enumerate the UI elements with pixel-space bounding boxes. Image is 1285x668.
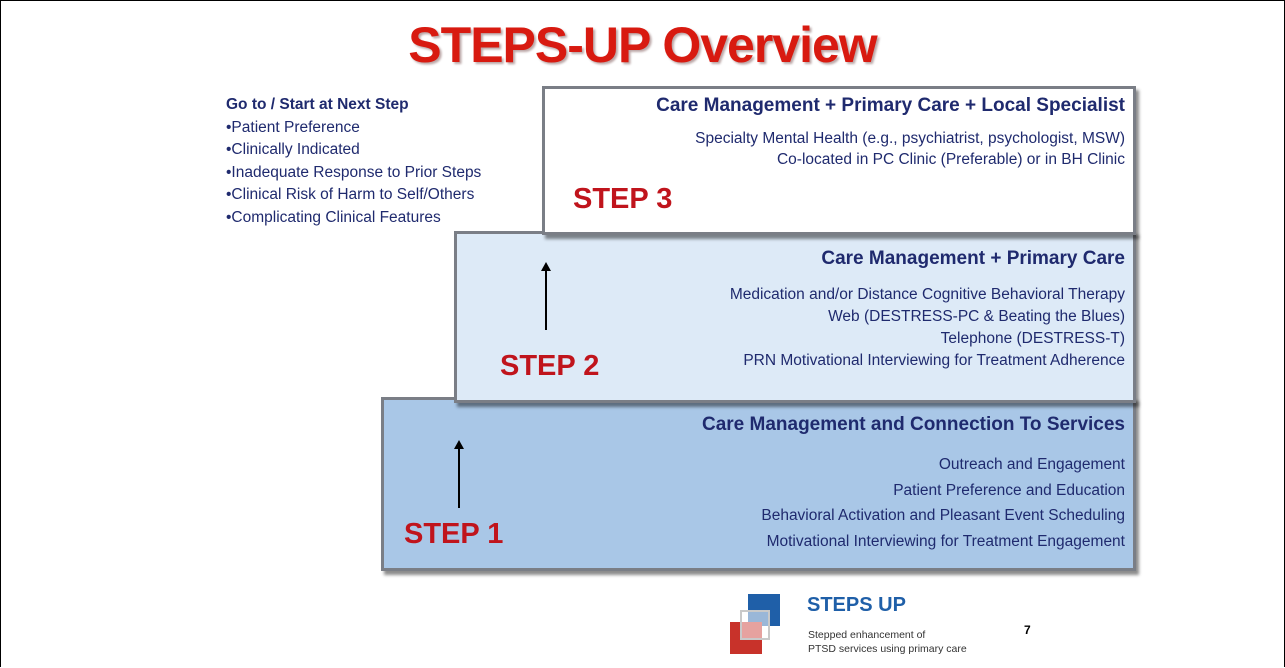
step-1-heading: Care Management and Connection To Servic… — [701, 414, 1125, 435]
step-1-line: Patient Preference and Education — [893, 481, 1125, 499]
logo-tagline-line-2: PTSD services using primary care — [808, 643, 967, 655]
step-1-label: STEP 1 — [404, 518, 504, 550]
step-2-up-arrow-icon — [541, 262, 551, 330]
step-2-line: Web (DESTRESS-PC & Beating the Blues) — [828, 308, 1125, 325]
step-2-line: PRN Motivational Interviewing for Treatm… — [743, 352, 1125, 369]
step-2-box: Care Management + Primary Care Medicatio… — [454, 231, 1136, 403]
step-3-line: Co-located in PC Clinic (Preferable) or … — [776, 151, 1125, 168]
step-2-lines: Medication and/or Distance Cognitive Beh… — [730, 284, 1125, 372]
step-2-heading: Care Management + Primary Care — [821, 248, 1125, 269]
step-criteria-list: Go to / Start at Next Step •Patient Pref… — [226, 94, 481, 229]
slide-title: STEPS-UP Overview — [408, 17, 877, 73]
criteria-heading: Go to / Start at Next Step — [226, 96, 409, 113]
step-1-lines: Outreach and Engagement Patient Preferen… — [761, 452, 1125, 554]
criteria-item: •Clinical Risk of Harm to Self/Others — [226, 186, 475, 203]
step-3-heading: Care Management + Primary Care + Local S… — [656, 95, 1125, 116]
step-1-box: Care Management and Connection To Servic… — [381, 397, 1136, 571]
steps-up-logo: STEPS UP Stepped enhancement of PTSD ser… — [728, 592, 1038, 664]
step-1-line: Outreach and Engagement — [938, 456, 1125, 473]
logo-name: STEPS UP — [807, 594, 906, 616]
logo-tagline-line-1: Stepped enhancement of — [808, 629, 926, 641]
step-2-line: Medication and/or Distance Cognitive Beh… — [729, 286, 1125, 303]
step-3-line: Specialty Mental Health (e.g., psychiatr… — [695, 130, 1125, 147]
step-2-line: Telephone (DESTRESS-T) — [940, 330, 1125, 347]
step-3-label: STEP 3 — [573, 183, 673, 215]
step-1-line: Motivational Interviewing for Treatment … — [766, 532, 1125, 550]
criteria-item: •Clinically Indicated — [226, 141, 360, 158]
logo-overlay-square-icon — [740, 610, 770, 640]
criteria-item: •Complicating Clinical Features — [226, 208, 441, 226]
criteria-item: •Inadequate Response to Prior Steps — [226, 163, 482, 181]
step-3-lines: Specialty Mental Health (e.g., psychiatr… — [695, 128, 1125, 170]
logo-tagline: Stepped enhancement of PTSD services usi… — [808, 628, 967, 656]
step-3-box: Care Management + Primary Care + Local S… — [542, 86, 1136, 235]
step-1-up-arrow-icon — [454, 440, 464, 508]
step-1-line: Behavioral Activation and Pleasant Event… — [761, 507, 1125, 524]
page-number: 7 — [1024, 623, 1031, 637]
criteria-item: •Patient Preference — [226, 118, 360, 136]
step-2-label: STEP 2 — [500, 350, 600, 382]
